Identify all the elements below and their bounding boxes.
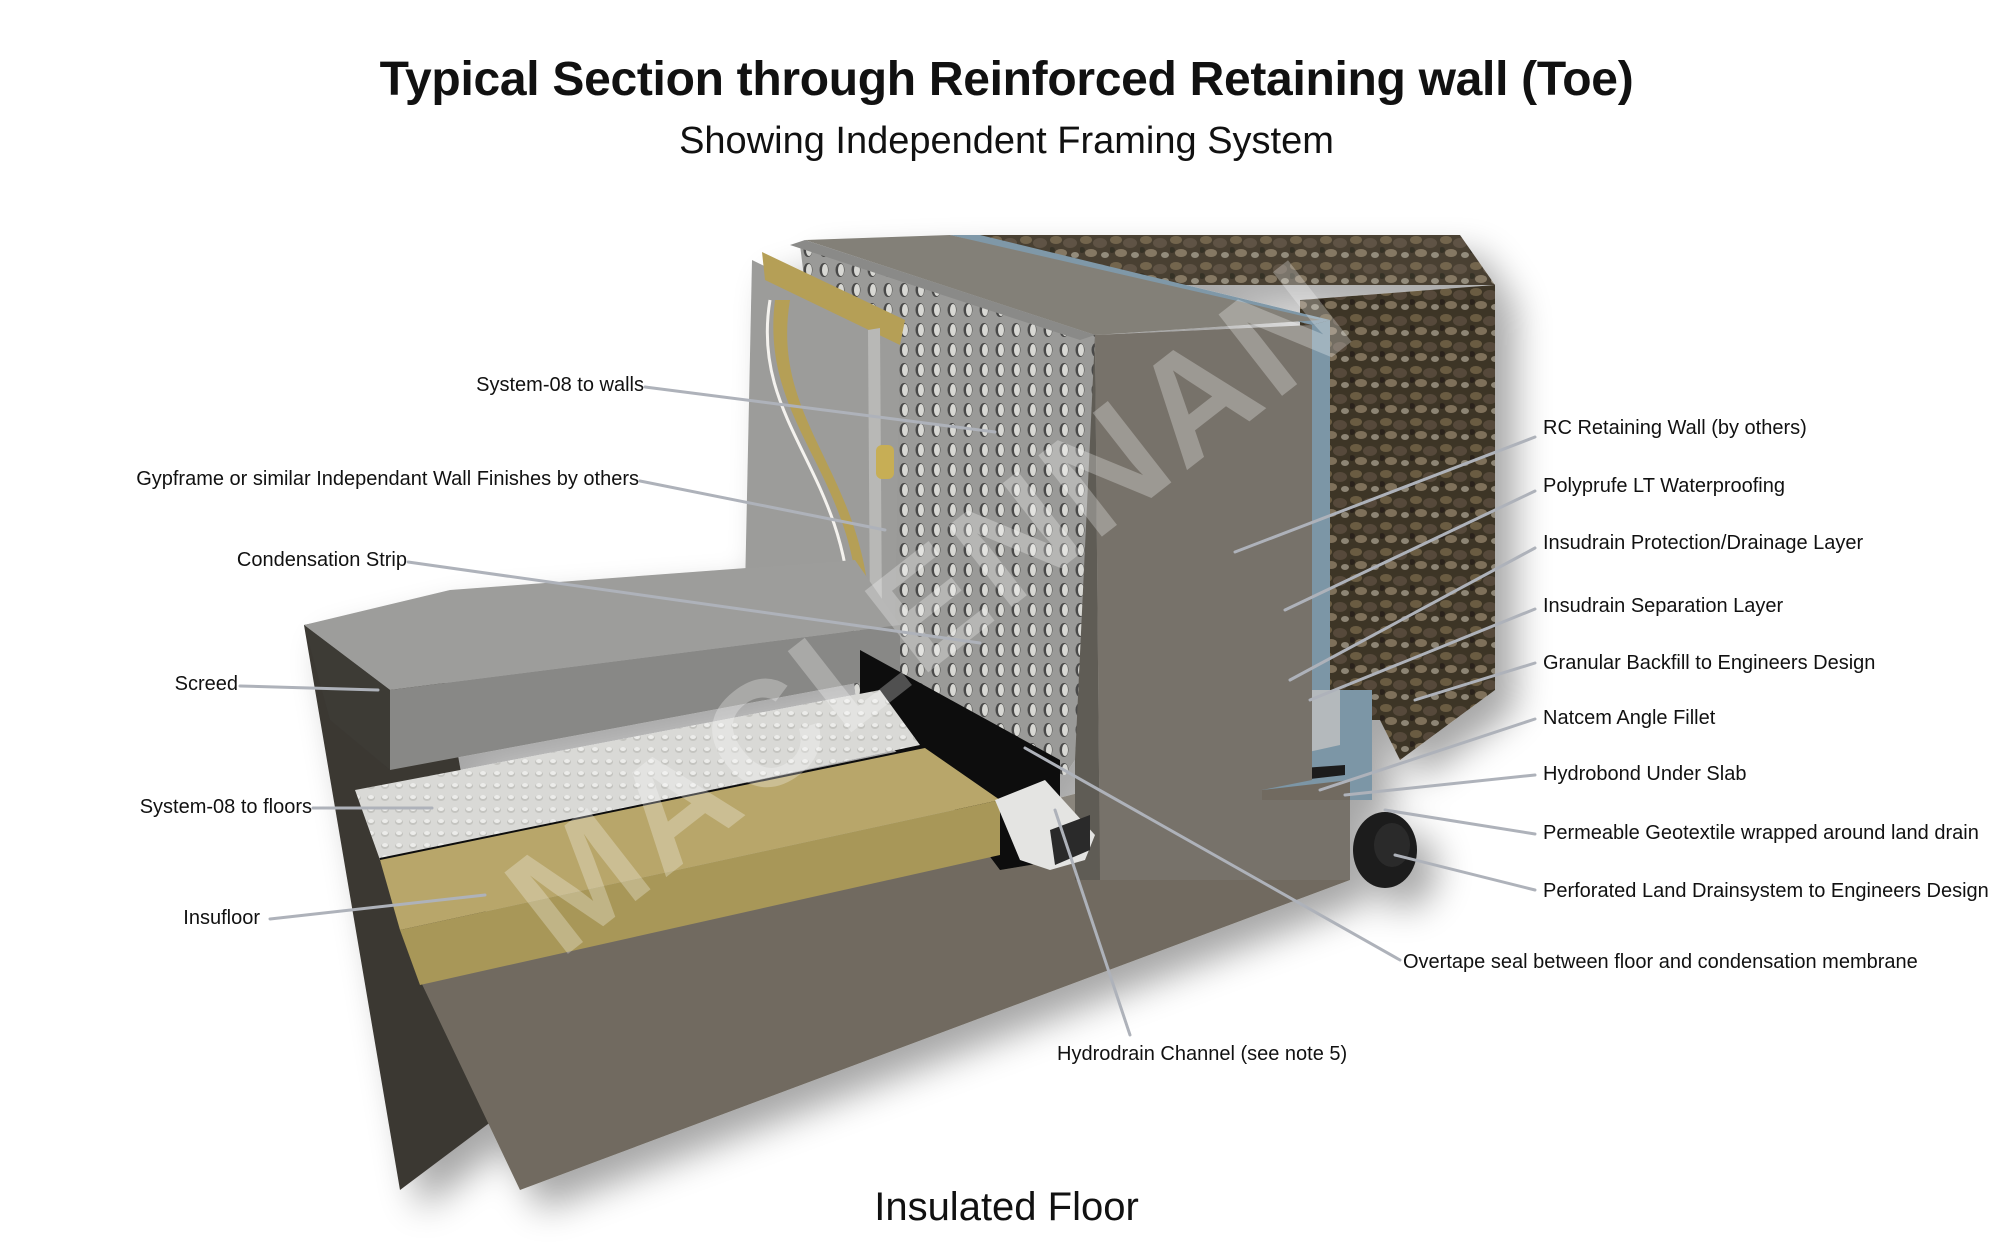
leader-insufloor [268,893,487,921]
leader-screed [238,684,380,692]
leader-overtape-seal [1023,746,1402,962]
label-overtape-seal: Overtape seal between floor and condensa… [1403,951,1918,973]
label-polyprufe: Polyprufe LT Waterproofing [1543,475,1785,497]
label-condensation-strip: Condensation Strip [236,549,407,571]
rc-wall-top [805,235,1320,335]
diagram-title: Typical Section through Reinforced Retai… [379,53,1634,106]
label-insufloor: Insufloor [183,907,260,929]
leader-condensation-strip [406,560,982,645]
label-rc-retaining-wall: RC Retaining Wall (by others) [1543,417,1807,439]
label-screed: Screed [174,673,238,695]
leader-insudrain-separation [1308,607,1537,702]
screed-top [304,560,900,690]
label-land-drain: Perforated Land Drainsystem to Engineers… [1543,880,1989,902]
leader-hydrobond [1343,773,1537,797]
screed-front [390,625,900,770]
label-natcem-fillet: Natcem Angle Fillet [1543,707,1716,729]
leader-insudrain-protection [1288,546,1537,682]
insulation-wall [762,252,905,345]
diagram-subtitle: Showing Independent Framing System [679,120,1334,162]
leader-hydrodrain-channel [1053,808,1132,1037]
label-granular-backfill: Granular Backfill to Engineers Design [1543,652,1876,674]
leader-granular-backfill [1413,661,1537,702]
label-system-08-floors: System-08 to floors [139,796,312,818]
insufloor-top [380,748,1000,930]
leader-geotextile [1383,808,1537,836]
label-gypframe: Gypframe or similar Independant Wall Fin… [136,468,639,490]
label-system-08-walls: System-08 to walls [476,374,644,396]
leader-natcem-fillet [1318,717,1537,792]
leader-system-08-walls [643,385,997,434]
gypframe-stud [868,328,882,622]
diagram-footer: Insulated Floor [874,1185,1139,1229]
label-insudrain-separation: Insudrain Separation Layer [1543,595,1784,617]
leader-polyprufe [1283,489,1537,612]
label-hydrodrain-channel: Hydrodrain Channel (see note 5) [1057,1043,1348,1065]
label-insudrain-protection: Insudrain Protection/Drainage Layer [1543,532,1864,554]
label-geotextile: Permeable Geotextile wrapped around land… [1543,822,1979,844]
backfill-front [1300,285,1495,760]
waterproofing-front [1262,320,1372,800]
insufloor-front [400,800,1000,985]
leader-lines [238,385,1537,1037]
rc-wall-front [1095,325,1350,880]
leader-land-drain [1393,853,1537,892]
leader-gypframe [638,479,887,532]
system-08-floor-membrane [355,690,920,860]
label-hydrobond: Hydrobond Under Slab [1543,763,1747,785]
leader-rc-retaining-wall [1233,435,1537,554]
